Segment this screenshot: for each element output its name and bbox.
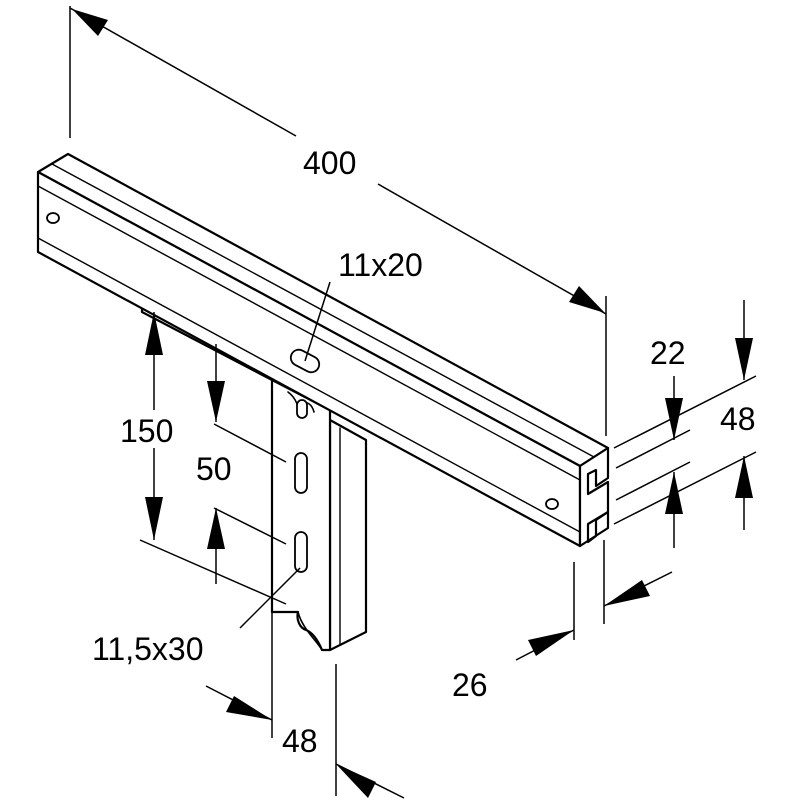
label-48-bottom: 48 — [282, 723, 318, 759]
horizontal-beam — [36, 152, 610, 548]
label-11-5x30: 11,5x30 — [92, 631, 204, 667]
arrow-400-left — [72, 9, 108, 36]
extension-line-profile-lip-top — [615, 429, 691, 469]
column-slot-lower — [294, 531, 308, 573]
extension-line-50-upper — [213, 423, 287, 463]
dimension-profile: 22 48 — [613, 300, 757, 548]
dimension-50: 50 — [196, 344, 287, 584]
leader-line-11-5x30 — [239, 567, 301, 629]
arrow-22-bottom — [665, 472, 683, 514]
arrow-50-bottom — [207, 508, 225, 549]
extension-line-150-bottom — [139, 539, 287, 605]
beam-top-inner-edge — [51, 163, 595, 458]
arrow-48-profile-top — [735, 338, 753, 380]
arrow-48-left — [226, 696, 272, 720]
label-150: 150 — [120, 413, 173, 449]
arrow-22-top — [665, 398, 683, 440]
arrow-26-right — [604, 580, 650, 606]
dimension-line-400-a — [69, 7, 297, 137]
beam-front-lower-fold — [37, 237, 581, 533]
arrow-48-profile-bottom — [735, 456, 753, 498]
arrow-150-top — [145, 312, 163, 355]
label-26: 26 — [452, 667, 488, 703]
arrow-50-top — [207, 381, 225, 422]
beam-end-hole-left — [46, 212, 60, 224]
arrow-48-right — [336, 764, 376, 798]
beam-front-upper-fold — [37, 185, 581, 481]
label-48-profile: 48 — [720, 401, 756, 437]
beam-end-hole-right — [545, 498, 559, 510]
arrow-150-bottom — [145, 497, 163, 540]
column-slot-upper — [294, 452, 308, 494]
leader-line-11x20 — [304, 281, 331, 362]
dimension-400: 400 — [69, 6, 607, 436]
dimension-26: 26 — [452, 540, 673, 703]
column-slot-top — [296, 399, 308, 419]
extension-line-profile-lip-bottom — [615, 461, 691, 501]
dimension-48-bottom: 48 — [205, 612, 405, 799]
dimension-line-400-b — [377, 183, 607, 315]
column-bottom-notch — [297, 611, 323, 651]
dimension-150: 150 — [120, 312, 287, 605]
leader-11-5x30: 11,5x30 — [92, 567, 301, 667]
extension-line-profile-top — [613, 375, 757, 449]
label-50: 50 — [196, 451, 232, 487]
label-22: 22 — [650, 335, 686, 371]
label-400: 400 — [303, 145, 356, 181]
leader-11x20: 11x20 — [304, 247, 423, 362]
extension-line-profile-bottom — [613, 451, 757, 525]
arrow-26-left — [528, 630, 574, 656]
column-back-flange — [328, 418, 368, 652]
arrow-400-right — [569, 286, 605, 313]
label-11x20: 11x20 — [338, 247, 423, 283]
beam-end-profile — [578, 446, 610, 548]
extension-line-50-lower — [213, 507, 287, 545]
